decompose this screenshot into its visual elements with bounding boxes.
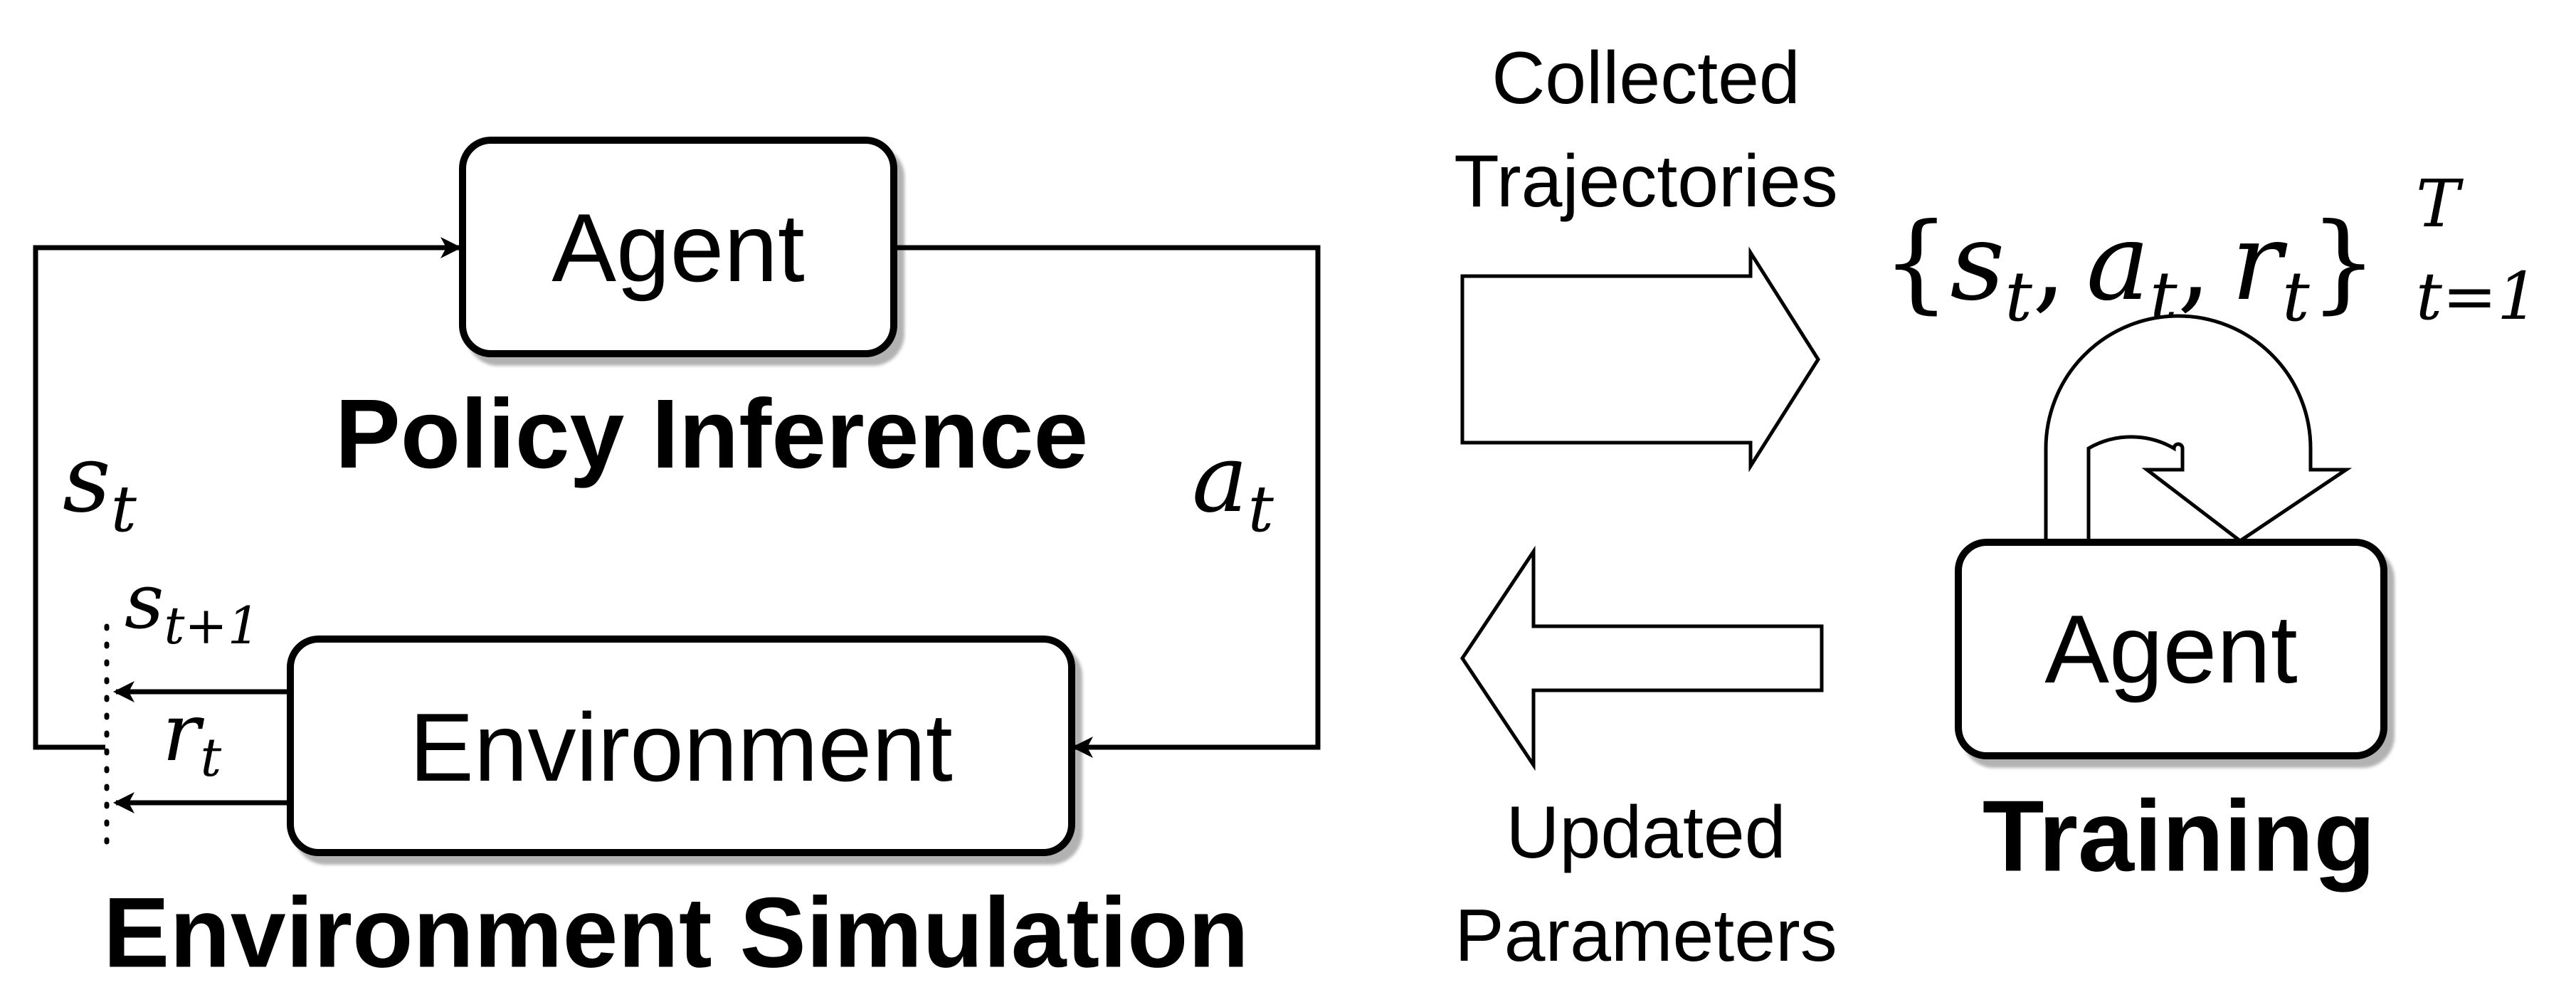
next-state-label: st+1 — [125, 557, 260, 655]
training-loop-arrow — [2044, 314, 2353, 544]
updated-label: Updated — [1506, 791, 1785, 874]
environment-box: Environment — [287, 636, 1075, 856]
trajectories-label: Trajectories — [1454, 140, 1837, 223]
state-arrow — [33, 237, 462, 750]
trajectory-set-formula: {st,at,rt} — [1882, 201, 2377, 337]
action-arrow — [894, 245, 1321, 758]
policy-agent-box: Agent — [459, 137, 897, 357]
forward-block-arrow — [1460, 246, 1820, 473]
training-agent-box: Agent — [1955, 539, 2387, 759]
trajectory-set-superscript: T — [2416, 166, 2464, 242]
state-label: st — [63, 424, 137, 547]
environment-simulation-caption: Environment Simulation — [103, 877, 1249, 988]
trajectory-set-lower-bound: t=1 — [2416, 258, 2539, 334]
policy-agent-label: Agent — [551, 194, 804, 302]
collected-label: Collected — [1492, 37, 1800, 120]
reward-label: rt — [162, 687, 222, 789]
action-label: at — [1192, 424, 1274, 547]
parameters-label: Parameters — [1455, 895, 1837, 977]
training-caption: Training — [1983, 780, 2375, 893]
training-agent-label: Agent — [2044, 595, 2297, 703]
policy-inference-caption: Policy Inference — [335, 379, 1088, 489]
environment-label: Environment — [409, 693, 952, 801]
backward-block-arrow — [1459, 545, 1824, 771]
